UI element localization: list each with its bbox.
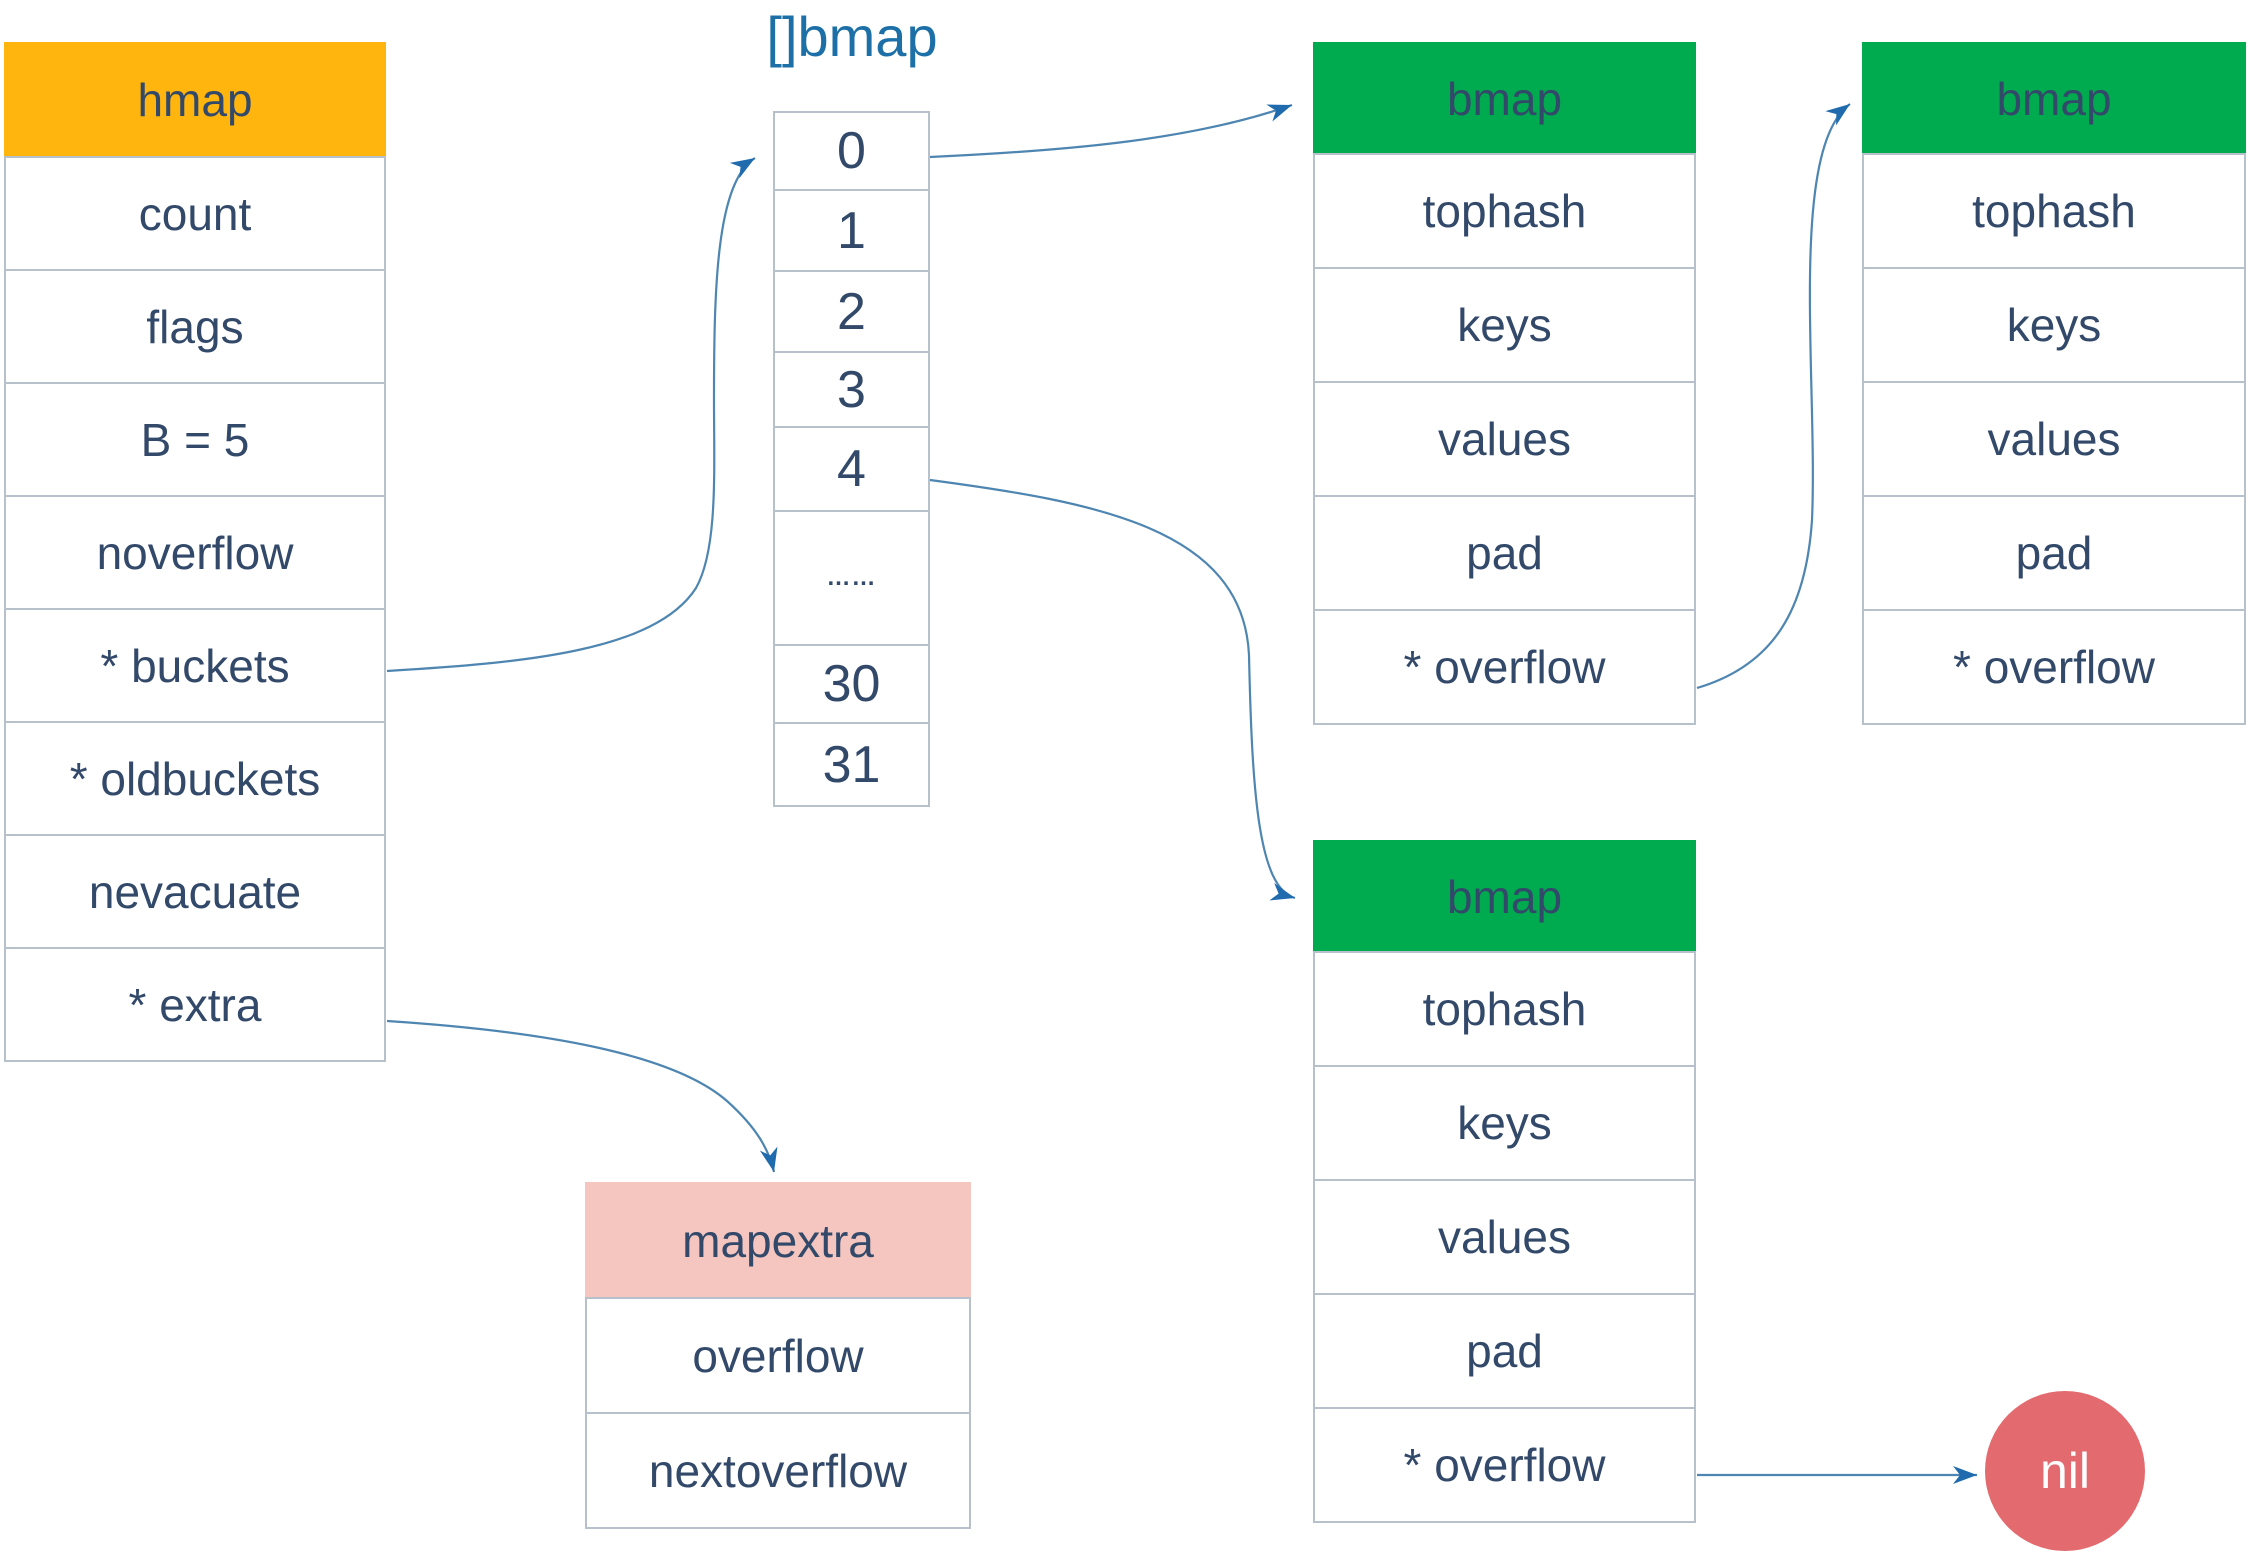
bmap-row-overflow: * overflow [1313, 1407, 1696, 1523]
hmap-row-b: B = 5 [4, 382, 386, 497]
bucket-array-title: []bmap [766, 5, 938, 68]
arrow-cell4-to-bmap [929, 478, 1296, 901]
bmap-row-pad: pad [1313, 1293, 1696, 1409]
bmap-row-overflow: * overflow [1862, 609, 2246, 725]
bucket-cell-3: 3 [773, 351, 930, 428]
bmap-row-overflow: * overflow [1313, 609, 1696, 725]
bucket-cell-ellipsis: …… [773, 510, 930, 646]
bmap-table-header: bmap [1862, 42, 2246, 155]
bucket-cell-2: 2 [773, 270, 930, 353]
hmap-table: hmap count flags B = 5 noverflow * bucke… [4, 42, 386, 1062]
bmap-row-values: values [1862, 381, 2246, 497]
bmap-table-overflow-chain: bmap tophash keys values pad * overflow [1862, 42, 2246, 725]
bucket-cell-4: 4 [773, 426, 930, 512]
mapextra-row-overflow: overflow [585, 1297, 971, 1414]
bmap-row-tophash: tophash [1313, 153, 1696, 269]
bmap-row-tophash: tophash [1862, 153, 2246, 269]
hmap-table-header: hmap [4, 42, 386, 158]
arrow-extra-to-mapextra [386, 1019, 778, 1173]
bmap-row-values: values [1313, 1179, 1696, 1295]
mapextra-row-nextoverflow: nextoverflow [585, 1412, 971, 1529]
bucket-cell-1: 1 [773, 189, 930, 272]
hmap-row-flags: flags [4, 269, 386, 384]
hmap-row-noverflow: noverflow [4, 495, 386, 610]
mapextra-table-header: mapextra [585, 1182, 971, 1299]
bmap-row-keys: keys [1313, 267, 1696, 383]
arrow-cell0-to-bmap [929, 103, 1293, 159]
hmap-row-buckets: * buckets [4, 608, 386, 723]
bmap-row-values: values [1313, 381, 1696, 497]
bmap-row-keys: keys [1862, 267, 2246, 383]
hmap-row-nevacuate: nevacuate [4, 834, 386, 949]
bmap-row-tophash: tophash [1313, 951, 1696, 1067]
hmap-row-oldbuckets: * oldbuckets [4, 721, 386, 836]
bucket-cell-0: 0 [773, 111, 930, 191]
bmap-table-bucket4: bmap tophash keys values pad * overflow [1313, 840, 1696, 1523]
bucket-cell-31: 31 [773, 722, 930, 807]
bmap-table-bucket0: bmap tophash keys values pad * overflow [1313, 42, 1696, 725]
nil-node: nil [1985, 1391, 2145, 1551]
arrow-overflow-to-overflow-bmap [1696, 103, 1851, 690]
bmap-table-header: bmap [1313, 42, 1696, 155]
hmap-row-count: count [4, 156, 386, 271]
bmap-row-pad: pad [1862, 495, 2246, 611]
mapextra-table: mapextra overflow nextoverflow [585, 1182, 971, 1529]
bmap-table-header: bmap [1313, 840, 1696, 953]
bmap-row-pad: pad [1313, 495, 1696, 611]
bucket-cell-30: 30 [773, 644, 930, 724]
bmap-row-keys: keys [1313, 1065, 1696, 1181]
bucket-array: 0 1 2 3 4 …… 30 31 [773, 111, 930, 807]
hmap-row-extra: * extra [4, 947, 386, 1062]
arrow-buckets-to-array [386, 157, 756, 673]
